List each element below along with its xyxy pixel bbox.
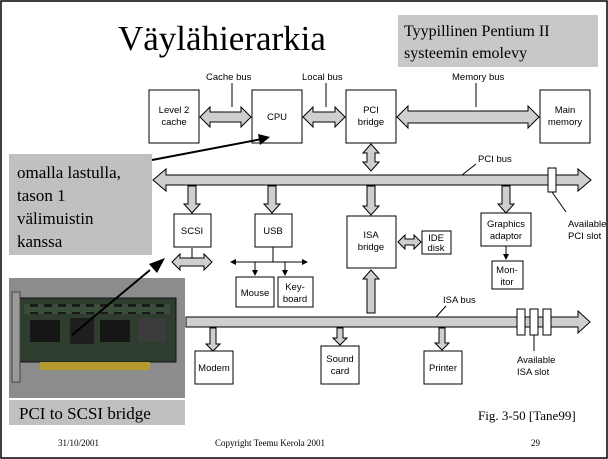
photo-arrowhead-up xyxy=(149,258,165,273)
mouse-label: Mouse xyxy=(241,288,270,299)
callout-arrowhead xyxy=(258,134,270,145)
callout-line-1: omalla lastulla, xyxy=(17,163,121,182)
ide-disk-label-1: IDE xyxy=(428,233,444,244)
subtitle-line-1: Tyypillinen Pentium II xyxy=(404,23,550,40)
memory-bus-label: Memory bus xyxy=(452,72,505,83)
footer-page-number: 29 xyxy=(531,438,541,448)
cpu-box xyxy=(251,89,303,144)
level2-cache-label-2: cache xyxy=(161,117,186,128)
ide-disk-box xyxy=(421,230,452,255)
usb-connector xyxy=(262,185,282,214)
printer-label: Printer xyxy=(429,363,457,374)
sound-card-box xyxy=(320,345,360,385)
photo-caption-box xyxy=(9,400,185,425)
modem-connector xyxy=(204,327,222,352)
modem-box xyxy=(194,350,234,385)
isa-bus-label: ISA bus xyxy=(443,295,476,306)
pci-slot-pointer xyxy=(551,191,567,213)
ide-disk-label-2: disk xyxy=(428,243,445,254)
isa-bridge-connector xyxy=(361,185,381,216)
isa-bridge-box xyxy=(346,215,397,269)
subtitle-box xyxy=(398,15,598,67)
callout-line-2: tason 1 xyxy=(17,186,66,205)
isa-bus-pointer xyxy=(435,305,447,318)
subtitle-line-2: systeemin emolevy xyxy=(404,45,527,62)
graphics-connector xyxy=(496,185,516,214)
pci-slot xyxy=(547,167,557,193)
sound-connector xyxy=(331,327,349,346)
main-memory-label-2: memory xyxy=(548,117,583,128)
cpu-label: CPU xyxy=(267,112,287,123)
modem-label: Modem xyxy=(198,363,230,374)
callout-line-4: kanssa xyxy=(17,232,63,251)
scsi-card-illustration xyxy=(11,291,177,383)
graphics-adaptor-box xyxy=(480,212,532,247)
cache-bus-arrow xyxy=(199,105,252,129)
level2-cache-label-1: Level 2 xyxy=(159,105,190,116)
scsi-label: SCSI xyxy=(181,226,203,237)
graphics-label-2: adaptor xyxy=(490,231,522,242)
photo-caption: PCI to SCSI bridge xyxy=(19,404,151,423)
usb-right-arrowhead xyxy=(302,259,308,265)
slide-title: Väylähierarkia xyxy=(118,19,326,58)
isa-slot-1 xyxy=(516,308,526,336)
printer-connector xyxy=(433,327,451,351)
scsi-external-bus xyxy=(171,252,213,272)
isa-bridge-to-isa-bus xyxy=(361,269,381,314)
isa-bridge-label-2: bridge xyxy=(358,242,384,253)
callout-arrow-line xyxy=(151,138,263,161)
local-bus-arrow xyxy=(302,105,346,129)
photo-arrow-line xyxy=(71,269,151,336)
scsi-connector xyxy=(182,185,202,214)
sound-card-label-2: card xyxy=(331,366,349,377)
isa-slot-3 xyxy=(542,308,552,336)
scsi-box xyxy=(173,213,212,248)
pci-bridge-box xyxy=(345,89,397,144)
monitor-label-1: Mon- xyxy=(496,265,518,276)
main-memory-label-1: Main xyxy=(555,105,576,116)
isa-slot-2 xyxy=(529,308,539,336)
monitor-label-2: itor xyxy=(500,277,513,288)
usb-label: USB xyxy=(263,226,283,237)
ide-connector xyxy=(397,233,422,251)
usb-box xyxy=(254,213,293,248)
mouse-arrowhead xyxy=(252,270,258,276)
graphics-label-1: Graphics xyxy=(487,219,525,230)
isa-bridge-label-1: ISA xyxy=(363,230,379,241)
pci-slot-label-1: Available xyxy=(568,219,606,230)
keyboard-box xyxy=(277,276,314,308)
local-bus-label: Local bus xyxy=(302,72,343,83)
keyboard-label-1: Key- xyxy=(285,282,305,293)
pci-slot-label-2: PCI slot xyxy=(568,231,602,242)
isa-bus-arrow xyxy=(185,309,591,335)
monitor-box xyxy=(491,260,524,290)
figure-reference: Fig. 3-50 [Tane99] xyxy=(478,408,576,423)
pci-bus-pointer xyxy=(461,163,477,176)
usb-left-arrowhead xyxy=(230,259,236,265)
mouse-box xyxy=(235,276,275,308)
cache-bus-label: Cache bus xyxy=(206,72,252,83)
footer-copyright: Copyright Teemu Kerola 2001 xyxy=(215,438,325,448)
footer-date: 31/10/2001 xyxy=(58,438,99,448)
printer-box xyxy=(423,350,463,385)
monitor-arrowhead xyxy=(503,254,509,260)
isa-slot-label-2: ISA slot xyxy=(517,367,550,378)
memory-bus-arrow xyxy=(396,104,540,130)
pci-bus-label: PCI bus xyxy=(478,154,512,165)
isa-slot-label-1: Available xyxy=(517,355,555,366)
level2-cache-box xyxy=(148,89,200,144)
pci-bridge-label-1: PCI xyxy=(363,105,379,116)
keyboard-label-2: board xyxy=(283,294,307,305)
keyboard-arrowhead xyxy=(282,270,288,276)
pci-bridge-label-2: bridge xyxy=(358,117,384,128)
main-memory-box xyxy=(539,89,591,144)
sound-card-label-1: Sound xyxy=(326,354,353,365)
callout-box xyxy=(9,154,152,255)
pci-bus-arrow xyxy=(152,167,592,193)
pci-bridge-connector xyxy=(361,143,381,172)
callout-line-3: välimuistin xyxy=(17,209,94,228)
